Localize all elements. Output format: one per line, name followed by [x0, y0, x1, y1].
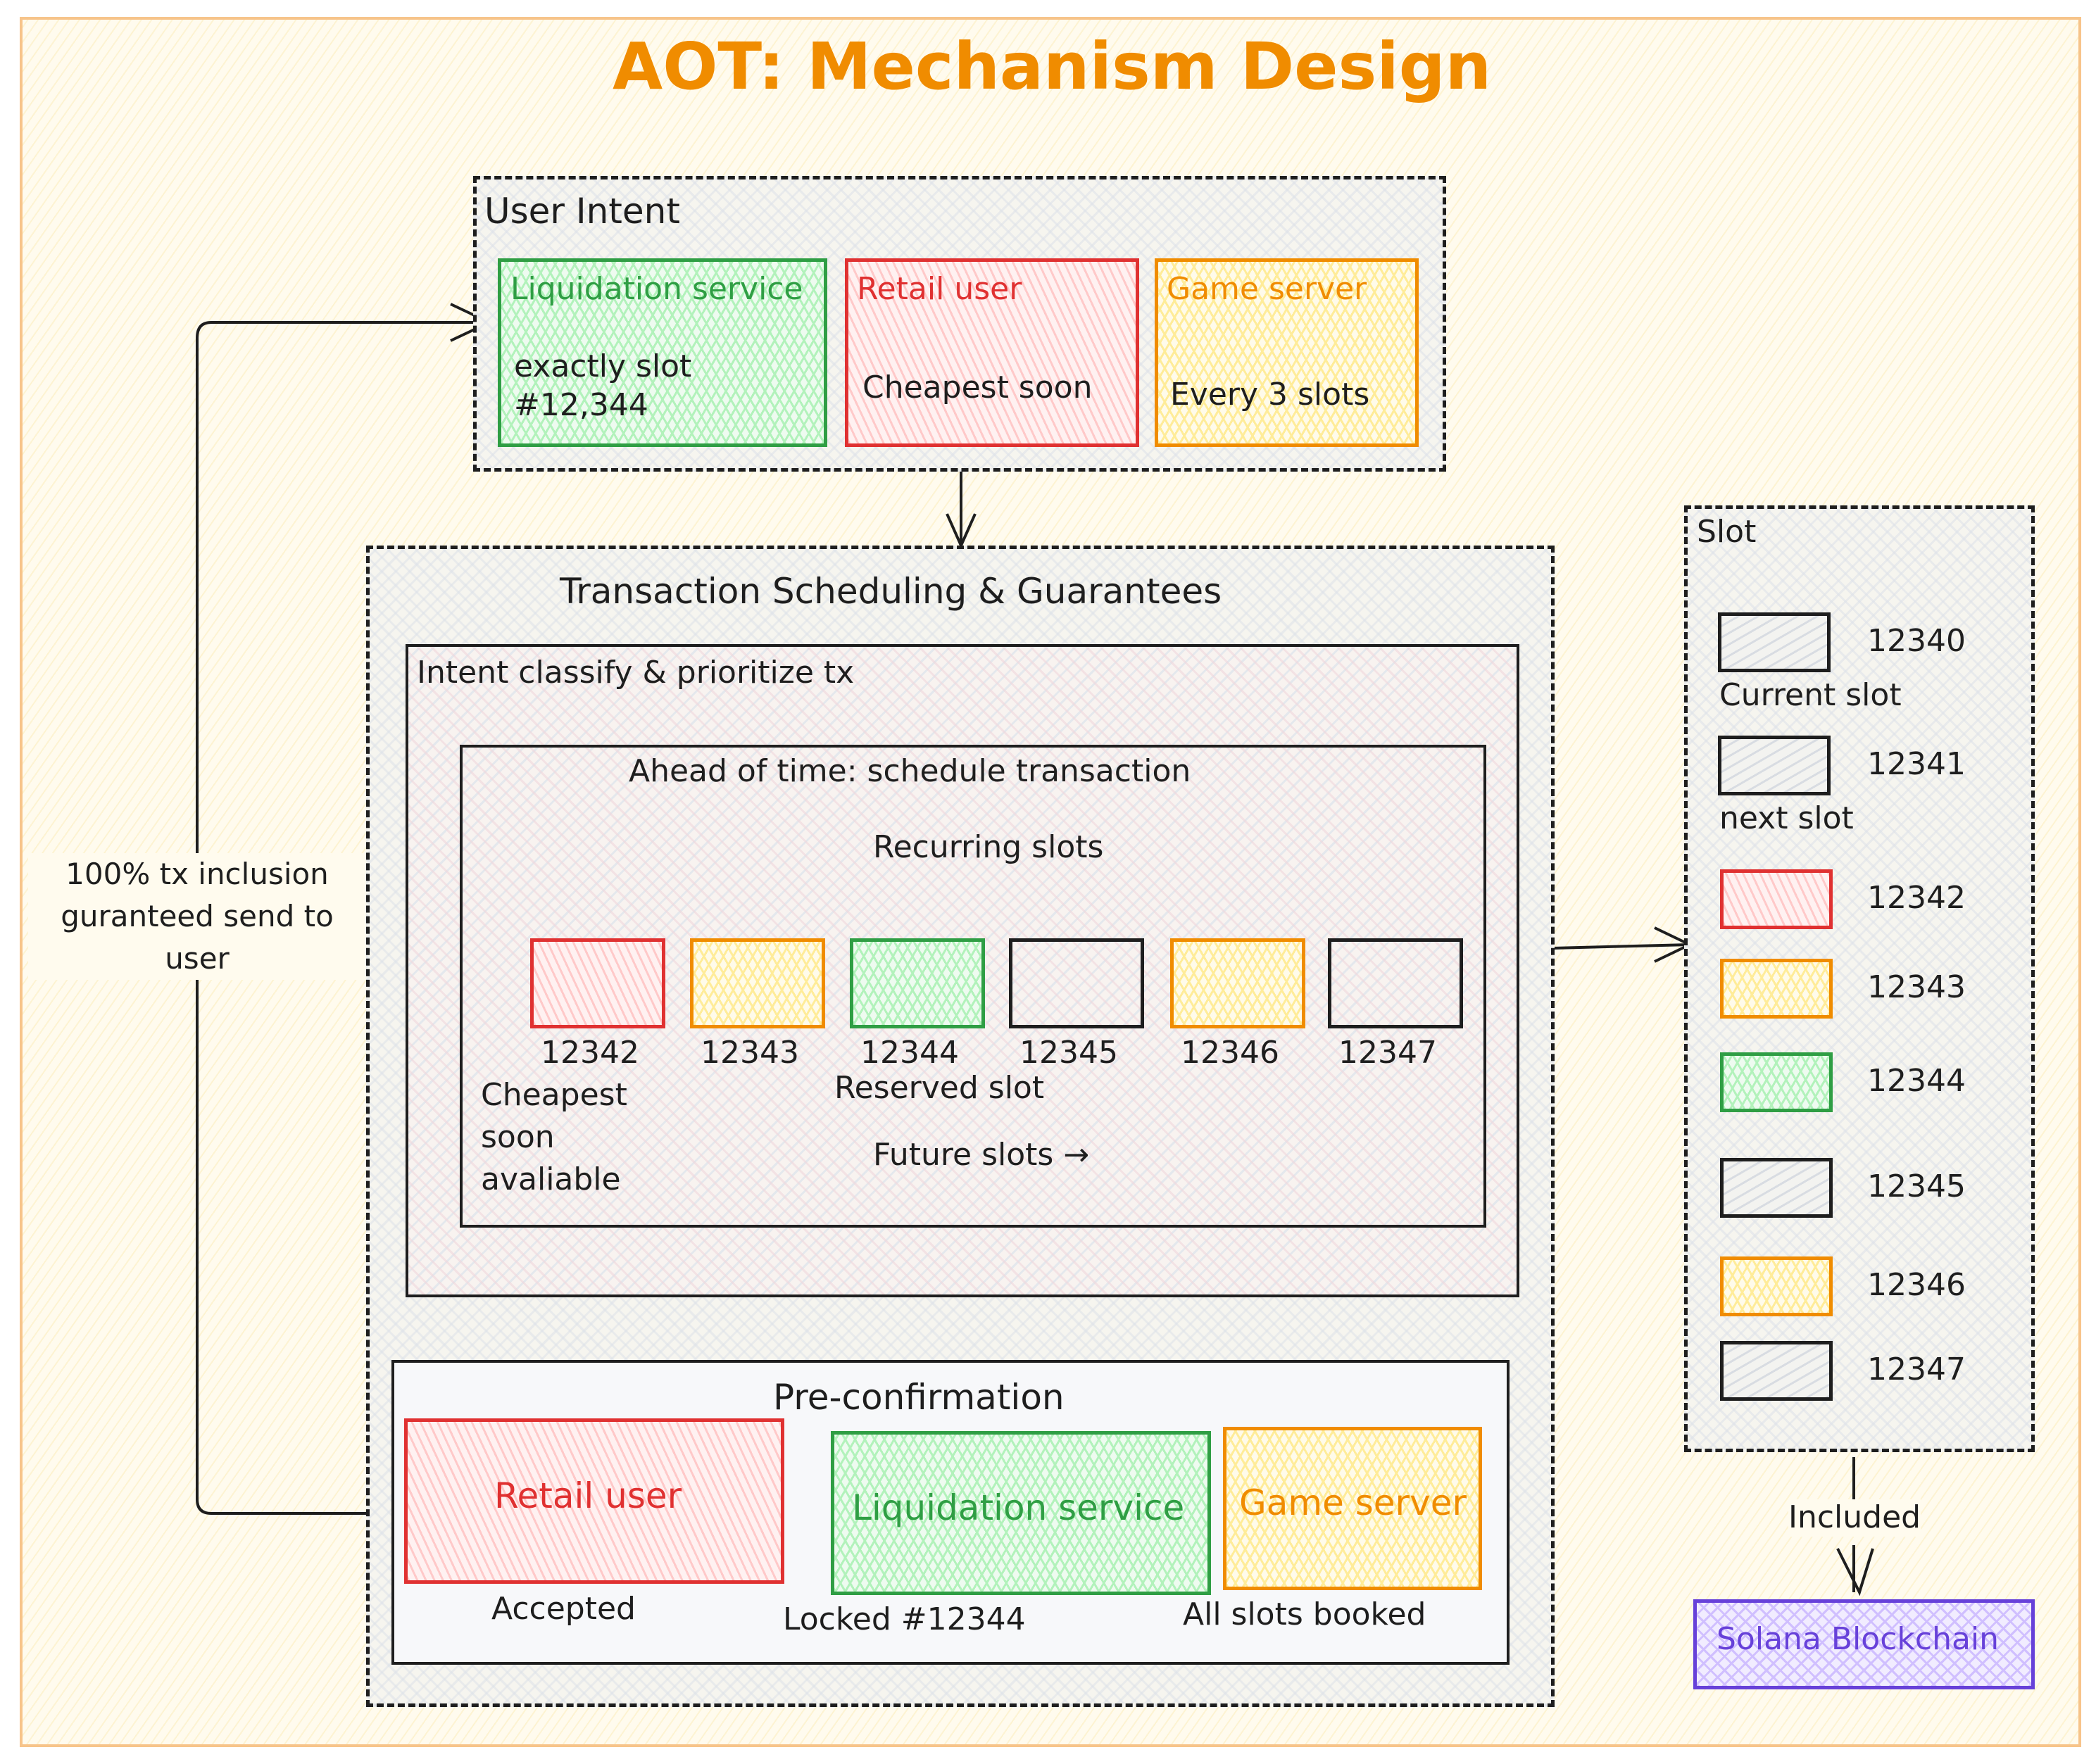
preconf-card-game-name: Game server	[1239, 1482, 1467, 1523]
intent-card-game[interactable]	[1155, 258, 1419, 447]
preconfirmation-title: Pre-confirmation	[773, 1377, 1065, 1418]
recurring-label: Recurring slots	[873, 829, 1104, 865]
preconf-card-retail-status: Accepted	[491, 1591, 636, 1627]
intent-card-liquidation-desc-1: exactly slot	[514, 348, 692, 384]
ahead-label: Ahead of time: schedule transaction	[629, 753, 1191, 789]
slot-to-blockchain-arrowhead	[1836, 1545, 1874, 1596]
slot-panel-label: Slot	[1697, 514, 1757, 550]
feedback-note-3: user	[165, 941, 230, 976]
scheduling-to-slot-arrow	[1552, 926, 1693, 963]
preconf-card-liquidation-name: Liquidation service	[852, 1487, 1185, 1528]
preconf-card-liquidation[interactable]	[831, 1431, 1211, 1595]
reserved-note: Reserved slot	[834, 1070, 1045, 1106]
future-note: Future slots →	[873, 1137, 1090, 1173]
preconf-card-retail-name: Retail user	[494, 1475, 682, 1516]
cheapest-note-3: avaliable	[481, 1161, 621, 1197]
scheduled-slot-number: 12342	[541, 1035, 639, 1071]
intent-card-retail-name: Retail user	[857, 271, 1022, 307]
user-intent-label: User Intent	[484, 191, 680, 232]
intent-card-liquidation-desc-2: #12,344	[514, 387, 648, 423]
intent-card-game-desc: Every 3 slots	[1170, 377, 1370, 412]
slot-panel-number: 12346	[1867, 1267, 1966, 1303]
diagram-title: AOT: Mechanism Design	[613, 29, 1492, 104]
scheduled-slot-box[interactable]	[1328, 938, 1463, 1028]
scheduling-title: Transaction Scheduling & Guarantees	[560, 571, 1222, 612]
intent-card-retail[interactable]	[845, 258, 1139, 447]
solana-blockchain-label: Solana Blockchain	[1717, 1621, 2000, 1657]
intent-card-liquidation-name: Liquidation service	[510, 271, 803, 307]
feedback-note-2: guranteed send to	[61, 899, 334, 933]
slot-panel-number: 12347	[1867, 1352, 1966, 1387]
preconf-card-game-status: All slots booked	[1183, 1596, 1426, 1632]
scheduled-slot-number: 12343	[701, 1035, 799, 1071]
scheduled-slot-number: 12345	[1019, 1035, 1118, 1071]
slot-panel-number: 12341	[1867, 746, 1966, 782]
scheduled-slot-number: 12347	[1338, 1035, 1437, 1071]
slot-panel-number: 12340	[1867, 623, 1966, 659]
solana-blockchain-box[interactable]	[1693, 1599, 2035, 1689]
slot-panel-box[interactable]	[1720, 1158, 1833, 1218]
included-label: Included	[1788, 1499, 1921, 1537]
intent-to-scheduling-arrow	[946, 468, 977, 549]
slot-panel-box[interactable]	[1720, 1256, 1833, 1316]
feedback-note: 100% tx inclusion guranteed send to user	[28, 853, 366, 980]
preconf-card-game[interactable]	[1223, 1427, 1482, 1590]
intent-card-liquidation[interactable]	[498, 258, 827, 447]
scheduled-slot-number: 12346	[1181, 1035, 1279, 1071]
slot-panel-box[interactable]	[1718, 736, 1831, 795]
slot-panel-box[interactable]	[1720, 1052, 1833, 1112]
slot-panel-number: 12342	[1867, 880, 1966, 916]
slot-panel-box[interactable]	[1720, 1341, 1833, 1401]
feedback-note-1: 100% tx inclusion	[65, 857, 329, 891]
scheduled-slot-box[interactable]	[850, 938, 985, 1028]
slot-panel-number: 12343	[1867, 969, 1966, 1005]
slot-panel-number: 12344	[1867, 1063, 1966, 1099]
cheapest-note-1: Cheapest	[481, 1077, 627, 1113]
preconf-card-retail[interactable]	[404, 1418, 784, 1584]
classify-label: Intent classify & prioritize tx	[417, 655, 855, 691]
slot-panel-box[interactable]	[1720, 869, 1833, 929]
slot-panel-box[interactable]	[1720, 959, 1833, 1019]
slot-panel-number: 12345	[1867, 1168, 1966, 1204]
scheduled-slot-box[interactable]	[690, 938, 825, 1028]
intent-card-retail-desc: Cheapest soon	[862, 370, 1093, 405]
intent-card-game-name: Game server	[1167, 271, 1367, 307]
scheduled-slot-box[interactable]	[530, 938, 665, 1028]
scheduled-slot-box[interactable]	[1009, 938, 1144, 1028]
scheduled-slot-box[interactable]	[1170, 938, 1305, 1028]
slot-panel-caption: next slot	[1719, 800, 1854, 836]
preconf-card-liquidation-status: Locked #12344	[783, 1601, 1026, 1637]
scheduled-slot-number: 12344	[860, 1035, 959, 1071]
slot-panel-box[interactable]	[1718, 612, 1831, 672]
slot-panel-caption: Current slot	[1719, 677, 1902, 713]
cheapest-note-2: soon	[481, 1119, 555, 1155]
